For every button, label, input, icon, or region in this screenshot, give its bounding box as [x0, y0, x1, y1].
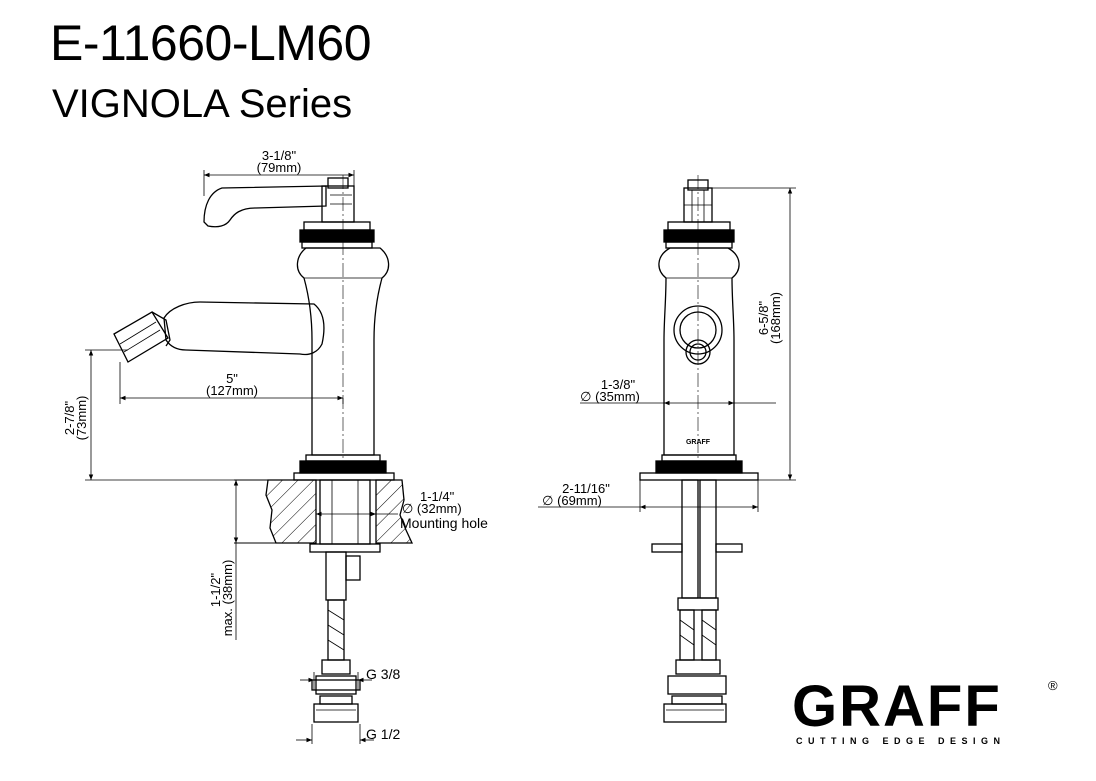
lever-handle	[203, 177, 355, 228]
thread-top-label: G 3/8	[366, 666, 400, 682]
thread-bottom-label: G 1/2	[366, 726, 400, 742]
brand-name: GRAFF	[792, 674, 1002, 739]
body-logo-mark: GRAFF	[686, 439, 711, 446]
base-dia-mm: ∅ (69mm)	[542, 493, 602, 508]
overall-height-mm: (168mm)	[768, 292, 783, 344]
deck-thickness-mm: max. (38mm)	[220, 560, 235, 637]
body-dia-in: 1-3/8"	[601, 377, 636, 392]
front-hoses	[651, 479, 743, 723]
deck-thickness-in: 1-1/2"	[208, 572, 223, 607]
spout-height-mm: (73mm)	[74, 396, 89, 441]
mount-hole-mm: ∅ (32mm)	[402, 501, 462, 516]
registered-mark: ®	[1048, 678, 1058, 693]
connector-fittings	[311, 675, 361, 723]
front-body	[658, 247, 740, 456]
mount-hole-in: 1-1/4"	[420, 489, 455, 504]
side-view	[113, 175, 414, 723]
body-dia-mm: ∅ (35mm)	[580, 389, 640, 404]
model-number: E-11660-LM60	[50, 15, 372, 71]
spout-height-in: 2-7/8"	[62, 400, 77, 435]
bidet-spout	[113, 301, 325, 363]
base-dia-in: 2-11/16"	[562, 481, 610, 496]
deck-section	[234, 479, 414, 544]
handle-width-mm: (79mm)	[257, 160, 302, 175]
spout-reach-in: 5"	[226, 371, 238, 386]
mount-hole-label: Mounting hole	[400, 515, 488, 531]
front-view	[639, 175, 759, 723]
spout-reach-mm: (127mm)	[206, 383, 258, 398]
series-name: VIGNOLA Series	[52, 82, 353, 126]
top-collar	[299, 221, 375, 249]
base-rings	[293, 454, 395, 481]
mounting-shank	[309, 479, 381, 675]
overall-height-in: 6-5/8"	[756, 300, 771, 335]
front-dimensions	[538, 187, 796, 512]
brand-tagline: CUTTING EDGE DESIGN	[796, 736, 1006, 746]
graff-logo: GRAFF ® CUTTING EDGE DESIGN	[792, 674, 1058, 746]
handle-width-in: 3-1/8"	[262, 148, 297, 163]
side-dimensions	[85, 170, 398, 744]
